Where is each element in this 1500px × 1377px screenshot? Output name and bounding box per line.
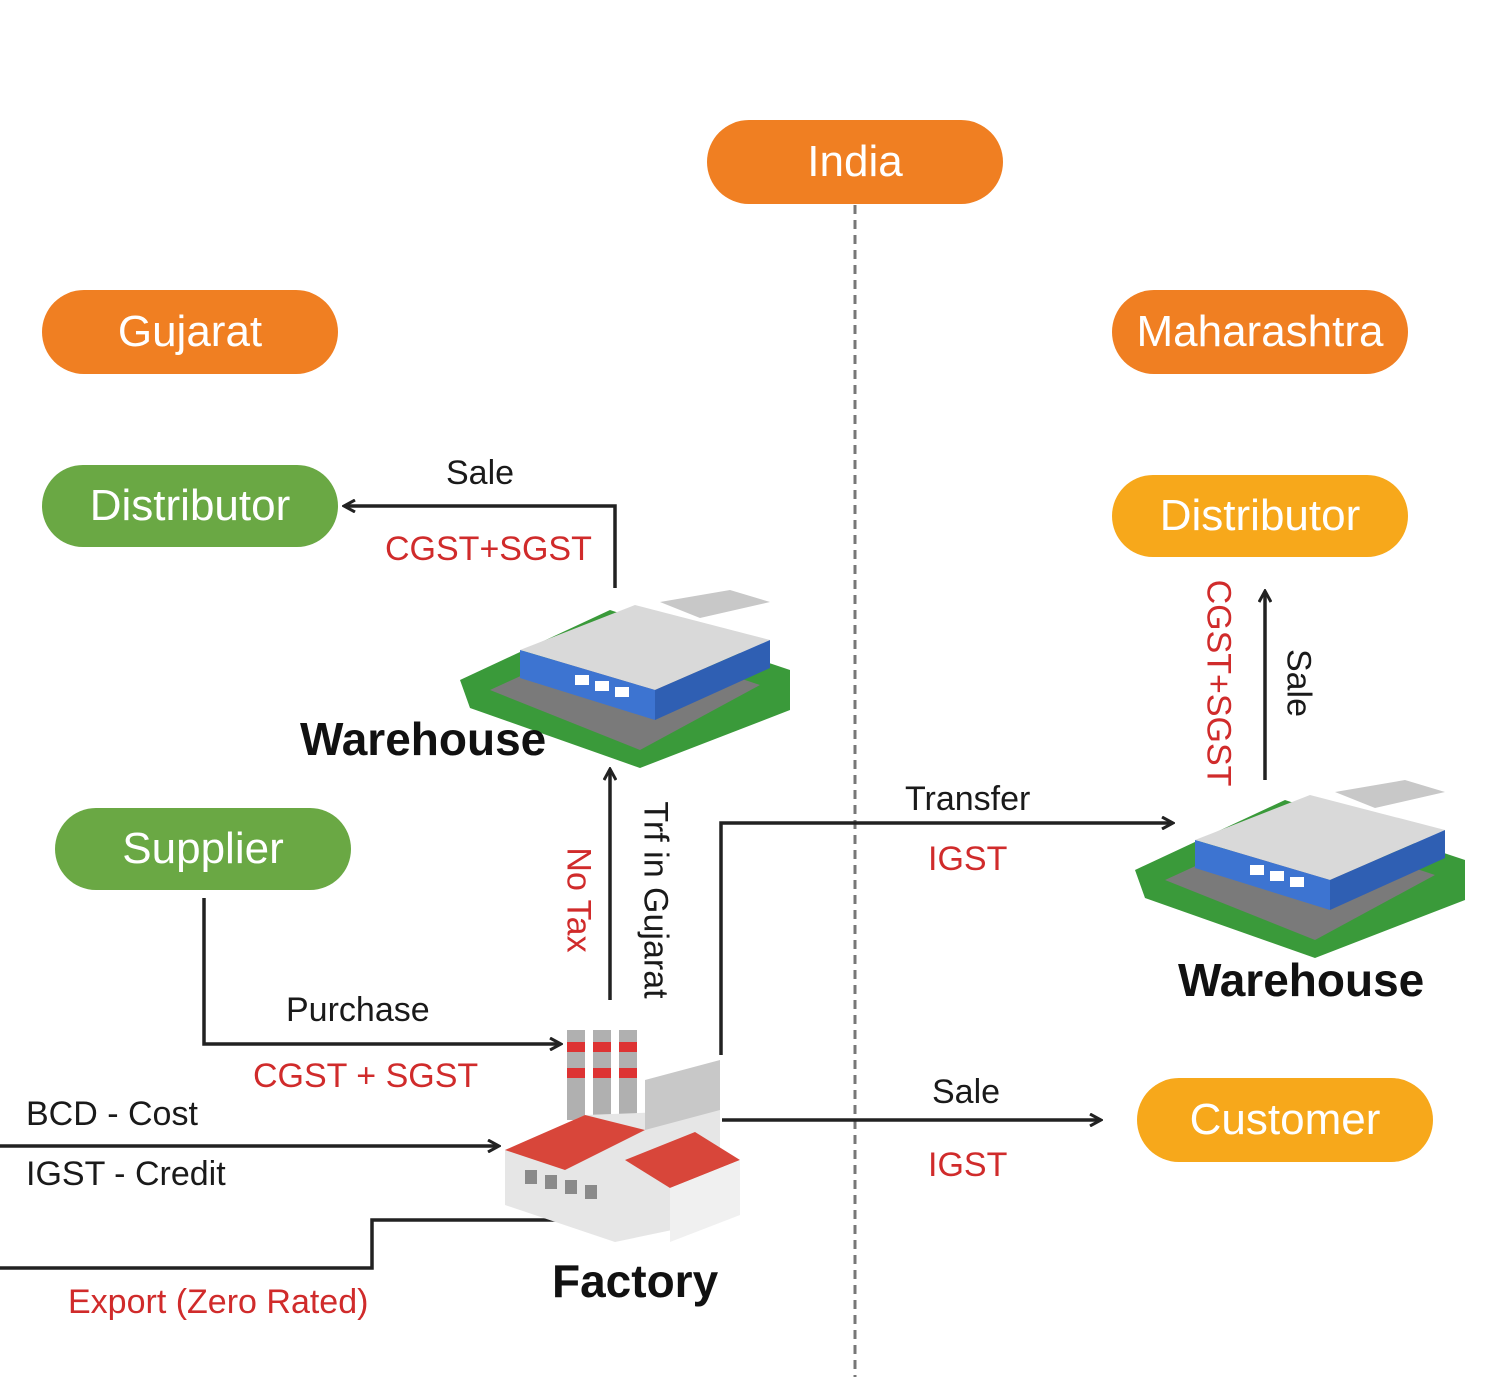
- region-gujarat: Gujarat: [42, 290, 338, 374]
- region-maharashtra: Maharashtra: [1112, 290, 1408, 374]
- warehouse-right-icon: [1135, 780, 1465, 958]
- node-customer: Customer: [1137, 1078, 1433, 1162]
- arrow-transfer: [719, 823, 1172, 1055]
- flow-transfer-tax: IGST: [928, 840, 1008, 878]
- arrow-sale-left: [345, 506, 617, 588]
- arrow-purchase: [202, 898, 560, 1044]
- flow-purchase-label: Purchase: [286, 991, 430, 1029]
- flow-sale-gujarat-tax: CGST+SGST: [385, 530, 592, 568]
- node-distributor-gujarat-label: Distributor: [89, 481, 291, 530]
- flow-sale-maharashtra-tax: CGST+SGST: [1199, 579, 1238, 787]
- warehouse-left-icon: [460, 590, 790, 768]
- node-factory-label: Factory: [552, 1255, 719, 1307]
- line-export: [0, 1218, 560, 1270]
- flow-sale-maharashtra-label: Sale: [1279, 648, 1318, 718]
- node-distributor-maharashtra: Distributor: [1112, 475, 1408, 557]
- flow-trf-gujarat-tax: No Tax: [559, 847, 598, 953]
- node-supplier-label: Supplier: [122, 824, 284, 873]
- region-india-label: India: [807, 137, 903, 186]
- flow-sale-customer-label: Sale: [932, 1073, 1001, 1111]
- node-distributor-maharashtra-label: Distributor: [1159, 491, 1361, 540]
- flow-purchase-tax: CGST + SGST: [253, 1057, 479, 1095]
- flow-import-cost: BCD - Cost: [26, 1095, 198, 1133]
- node-distributor-gujarat: Distributor: [42, 465, 338, 547]
- node-warehouse-gujarat-label: Warehouse: [300, 713, 547, 765]
- flow-import-credit: IGST - Credit: [26, 1155, 226, 1193]
- region-india: India: [707, 120, 1003, 204]
- flow-sale-customer-tax: IGST: [928, 1146, 1008, 1184]
- node-supplier: Supplier: [55, 808, 351, 890]
- region-gujarat-label: Gujarat: [117, 307, 263, 356]
- node-customer-label: Customer: [1189, 1095, 1381, 1144]
- region-maharashtra-label: Maharashtra: [1136, 307, 1384, 356]
- flow-export-label: Export (Zero Rated): [68, 1283, 369, 1321]
- node-warehouse-maharashtra-label: Warehouse: [1178, 954, 1425, 1006]
- flow-sale-gujarat-label: Sale: [446, 454, 515, 492]
- factory-icon: [505, 1030, 740, 1242]
- flow-transfer-label: Transfer: [905, 780, 1031, 818]
- flow-trf-gujarat-label: Trf in Gujarat: [636, 801, 675, 999]
